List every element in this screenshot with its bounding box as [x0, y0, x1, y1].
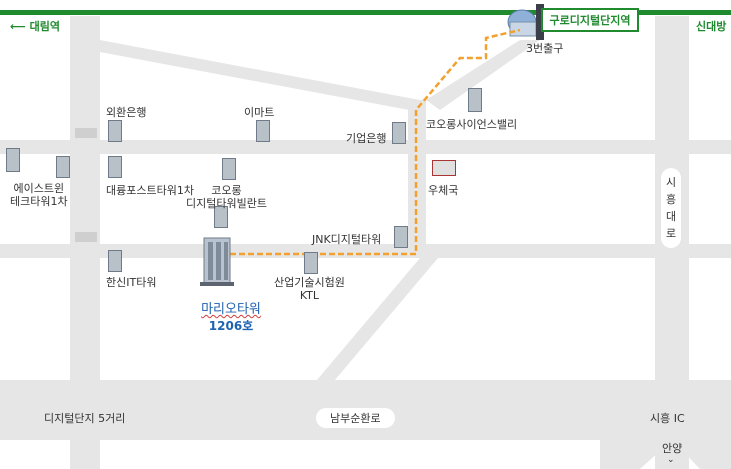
chevron-down-icon: ⌄	[667, 455, 675, 465]
diagonal-road-bottom	[300, 258, 438, 400]
label-kolon-science: 코오롱사이언스밸리	[426, 118, 518, 131]
road-to-station	[426, 40, 540, 110]
label-ace-tower: 에이스트윈 테크타워1차	[10, 182, 68, 208]
building-icon	[304, 252, 318, 274]
building-icon	[214, 206, 228, 228]
building-icon	[108, 120, 122, 142]
direction-daerim: ⟵ 대림역	[10, 20, 60, 33]
label-exchange-bank: 외환은행	[106, 106, 147, 119]
label-post-office: 우체국	[428, 184, 459, 197]
destination-name: 마리오타워	[201, 302, 261, 317]
label-emart: 이마트	[244, 106, 275, 119]
destination-room: 1206호	[208, 319, 254, 333]
interchange	[600, 385, 731, 469]
building-icon	[394, 226, 408, 248]
building-icon	[222, 158, 236, 180]
building-icon	[392, 122, 406, 144]
direction-sindaebang: 신대방	[696, 20, 727, 33]
building-icon	[468, 88, 482, 112]
label-ktl: 산업기술시험원 KTL	[274, 276, 345, 302]
road-nambusunhwan: 남부순환로	[316, 408, 395, 428]
label-jnk: JNK디지털타워	[312, 233, 382, 246]
diagonal-road-top	[100, 40, 420, 112]
building-icon	[6, 148, 20, 172]
road-horizontal-upper	[0, 140, 731, 154]
label-anyang: 안양	[662, 442, 683, 455]
exit-label: 3번출구	[526, 42, 564, 55]
road-horizontal-mid	[0, 244, 731, 258]
label-digital-5geori: 디지털단지 5거리	[44, 412, 126, 425]
label-siheung-ic: 시흥 IC	[650, 412, 685, 425]
crosswalks	[75, 128, 97, 242]
post-office-icon	[432, 160, 456, 176]
mario-tower-icon	[200, 237, 234, 286]
label-ibk: 기업은행	[346, 132, 387, 145]
label-daeryung: 대륭포스트타워1차	[106, 184, 194, 197]
station-building-icon	[507, 4, 544, 40]
destination-label: 마리오타워 1206호	[186, 298, 276, 334]
building-icon	[108, 250, 122, 272]
road-siheung-daero: 시 흥 대 로	[661, 168, 681, 248]
building-icon	[256, 120, 270, 142]
building-icon	[108, 156, 122, 178]
label-kolon-digital: 코오롱 디지털타워빌란트	[186, 184, 267, 210]
walking-route	[230, 28, 521, 256]
subway-line	[0, 10, 731, 15]
label-hanshin: 한신IT타워	[106, 276, 157, 289]
station-label: 구로디지털단지역	[541, 8, 639, 32]
building-icon	[56, 156, 70, 178]
